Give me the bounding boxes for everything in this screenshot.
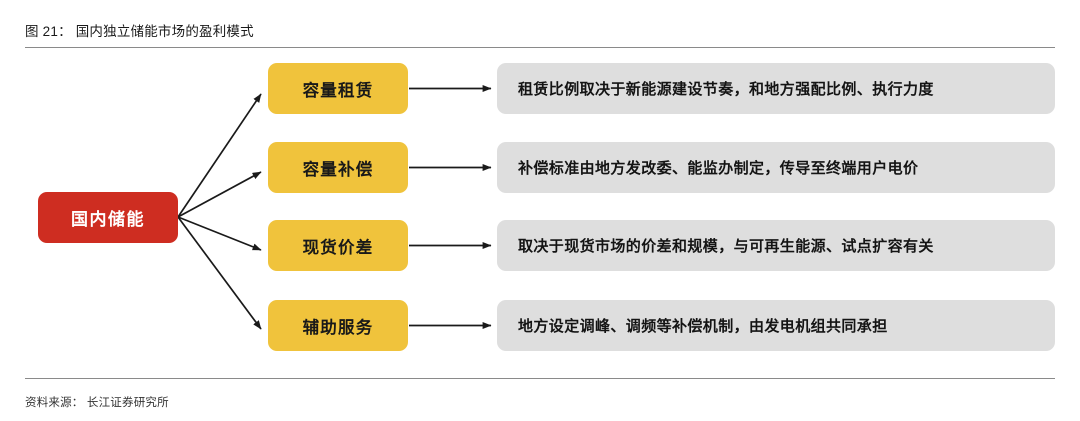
node-root-label: 国内储能 [71, 210, 145, 229]
node-root-domestic-storage[interactable]: 国内储能 [38, 192, 178, 243]
node-description-label: 取决于现货市场的价差和规模，与可再生能源、试点扩容有关 [518, 238, 934, 255]
node-description-capacity-compensation: 补偿标准由地方发改委、能监办制定，传导至终端用户电价 [497, 142, 1055, 193]
source-divider-bottom [25, 378, 1055, 379]
node-description-ancillary-services: 地方设定调峰、调频等补偿机制，由发电机组共同承担 [497, 300, 1055, 351]
node-branch-label: 容量补偿 [302, 160, 374, 179]
node-branch-capacity-leasing[interactable]: 容量租赁 [268, 63, 408, 114]
node-description-spot-price-spread: 取决于现货市场的价差和规模，与可再生能源、试点扩容有关 [497, 220, 1055, 271]
figure-caption: 图 21： 国内独立储能市场的盈利模式 [25, 24, 254, 39]
node-branch-capacity-compensation[interactable]: 容量补偿 [268, 142, 408, 193]
profit-model-flowchart: 国内储能 容量租赁 容量补偿 现货价差 辅助服务 租赁比例取决于新能源建设节奏，… [0, 50, 1080, 376]
connector-root-to-branch-0 [177, 93, 262, 218]
node-description-label: 补偿标准由地方发改委、能监办制定，传导至终端用户电价 [518, 160, 919, 177]
node-branch-spot-price-spread[interactable]: 现货价差 [268, 220, 408, 271]
node-description-label: 地方设定调峰、调频等补偿机制，由发电机组共同承担 [518, 318, 888, 335]
node-description-capacity-leasing: 租赁比例取决于新能源建设节奏，和地方强配比例、执行力度 [497, 63, 1055, 114]
node-branch-label: 容量租赁 [302, 81, 374, 100]
node-branch-label: 现货价差 [302, 238, 374, 257]
node-branch-label: 辅助服务 [302, 318, 374, 337]
figure-source: 资料来源： 长江证券研究所 [25, 397, 169, 409]
node-description-label: 租赁比例取决于新能源建设节奏，和地方强配比例、执行力度 [518, 81, 934, 98]
connector-root-to-branch-3 [177, 216, 262, 330]
caption-divider-top [25, 47, 1055, 48]
connector-root-to-branch-1 [177, 171, 262, 218]
node-branch-ancillary-services[interactable]: 辅助服务 [268, 300, 408, 351]
connector-root-to-branch-2 [177, 216, 262, 251]
